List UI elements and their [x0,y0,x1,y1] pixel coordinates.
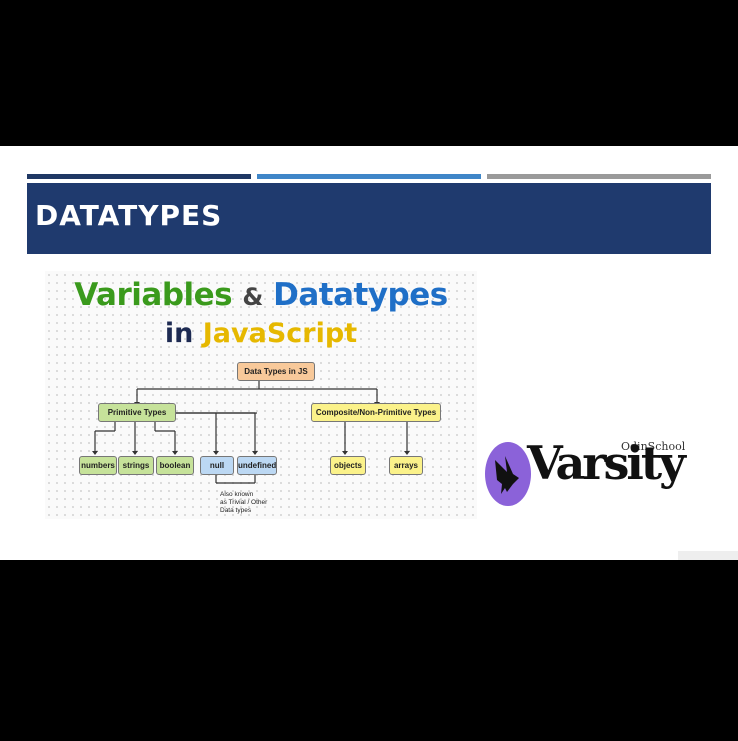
note-line-1: Also known [220,491,254,498]
node-objects: objects [330,456,366,475]
node-arrays: arrays [389,456,423,475]
title-word-datatypes: Datatypes [273,277,448,313]
logo-odinschool-text: OdinSchool [621,440,686,453]
accent-bar-grey [487,174,711,179]
node-composite-types: Composite/Non-Primitive Types [311,403,441,422]
accent-bar-navy [27,174,251,179]
note-line-2: as Trivial / Other [220,499,268,506]
node-strings: strings [118,456,154,475]
diagram-connectors [92,379,410,484]
bird-circle-icon [485,442,531,506]
bird-icon [495,456,519,494]
node-data-types-in-js: Data Types in JS [237,362,315,381]
title-word-variables: Variables [74,277,233,313]
logo-varsity-word: Varsity [527,436,686,490]
node-undefined: undefined [237,456,277,475]
trivial-types-note: Also known as Trivial / Other Data types [220,491,267,515]
title-word-in: in [164,318,194,349]
node-primitive-types: Primitive Types [98,403,176,422]
varsity-logo: OdinSchool Varsity [485,436,686,518]
accent-bar-blue [257,174,481,179]
diagram-title-line2: in JavaScript [45,318,477,349]
slide: DATATYPES Variables & Datatypes in JavaS… [0,146,738,560]
title-word-javascript: JavaScript [202,318,358,349]
video-controls-corner [678,551,738,560]
node-null: null [200,456,234,475]
title-ampersand: & [242,283,263,311]
note-line-3: Data types [220,507,252,514]
datatypes-diagram-image: Variables & Datatypes in JavaScript [45,271,477,519]
node-numbers: numbers [79,456,117,475]
title-band: DATATYPES [27,183,711,254]
diagram-title-line1: Variables & Datatypes [45,277,477,313]
node-boolean: boolean [156,456,194,475]
slide-heading: DATATYPES [35,199,223,232]
